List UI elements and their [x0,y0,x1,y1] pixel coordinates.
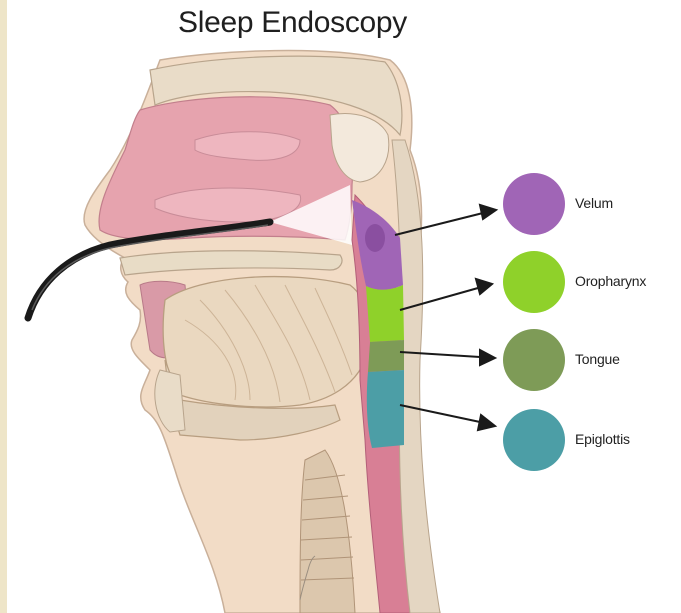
tongue [163,277,369,407]
velum-tip [365,224,385,252]
tongue-arrowhead [480,350,495,365]
legend-label-tongue: Tongue [575,351,620,367]
epiglottis-arrowhead [478,415,495,430]
legend-swatch-epiglottis [503,409,565,471]
legend-swatch-oropharynx [503,251,565,313]
legend-swatch-tongue [503,329,565,391]
oropharynx-arrowhead [476,279,492,294]
oropharynx-zone [366,285,404,342]
tongue-zone [368,340,404,372]
legend-swatch-velum [503,173,565,235]
velum-arrowhead [480,205,496,219]
legend-label-velum: Velum [575,195,613,211]
legend-label-epiglottis: Epiglottis [575,431,630,447]
epiglottis-zone [367,370,404,448]
legend-label-oropharynx: Oropharynx [575,273,646,289]
